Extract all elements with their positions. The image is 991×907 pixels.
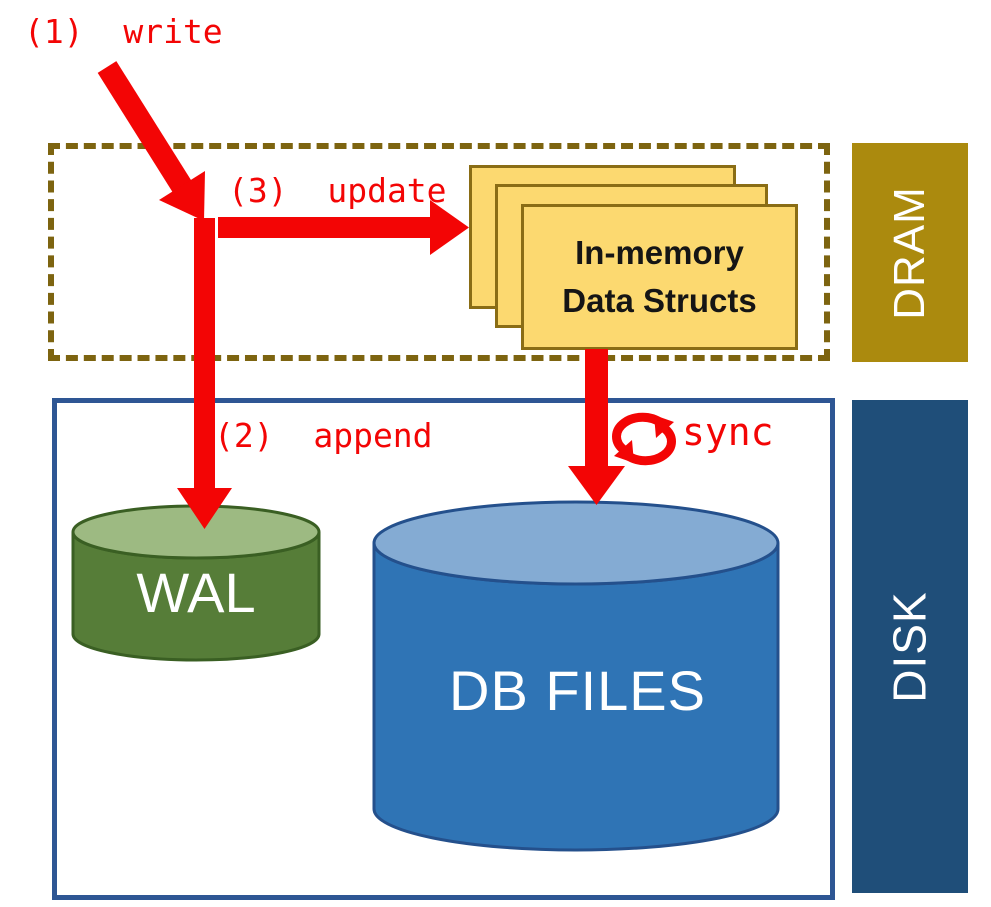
db-files-cylinder-top xyxy=(372,500,780,586)
step2-append-label: (2) append xyxy=(214,416,433,455)
step1-write-label: (1) write xyxy=(24,12,223,51)
dram-tab: DRAM xyxy=(852,143,968,362)
dram-tab-label: DRAM xyxy=(885,185,934,320)
wal-cylinder-top xyxy=(71,504,321,560)
dram-region-box xyxy=(48,143,830,361)
sync-label: sync xyxy=(682,410,774,454)
disk-tab-label: DISK xyxy=(884,590,936,703)
memory-card-front: In-memory Data Structs xyxy=(521,204,798,350)
disk-tab: DISK xyxy=(852,400,968,893)
memory-card-label-line1: In-memory xyxy=(575,234,744,271)
step3-update-label: (3) update xyxy=(228,171,447,210)
memory-card-label-line2: Data Structs xyxy=(562,282,757,319)
db-files-cylinder xyxy=(372,500,780,852)
db-files-label: DB FILES xyxy=(449,659,706,722)
wal-cylinder xyxy=(71,504,321,662)
wal-label: WAL xyxy=(136,561,256,624)
